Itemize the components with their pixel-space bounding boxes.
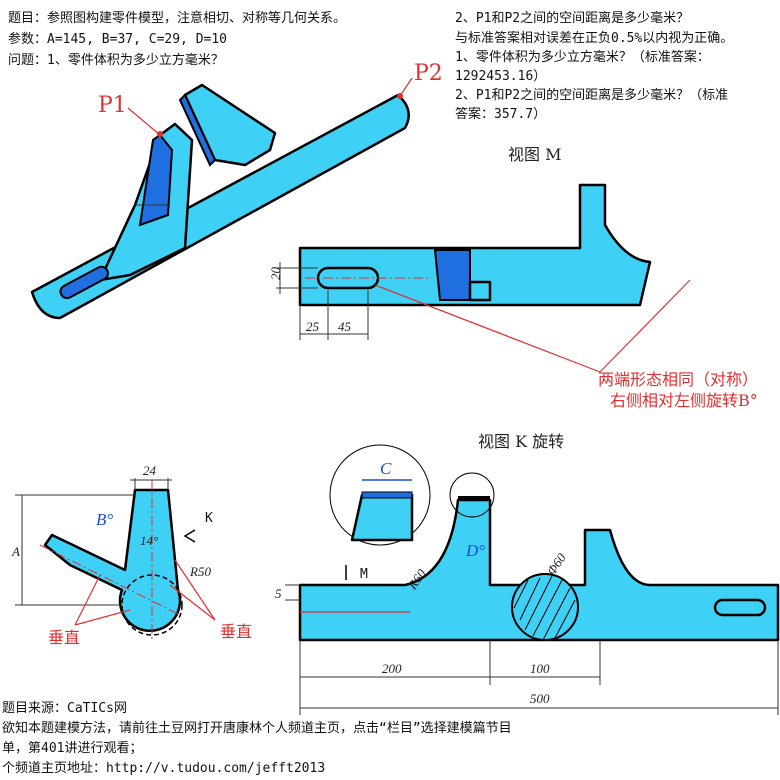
view-k: 视图 K 旋转 C D° M R60 Φ60 5 200 100 500 [275, 432, 780, 715]
p2-label: P2 [414, 61, 443, 86]
dim-100: 100 [530, 661, 550, 676]
note-rotation: 右侧相对左侧旋转B° [610, 391, 758, 410]
isometric-view: P1 P2 [30, 61, 443, 320]
direction-m: M [360, 567, 368, 582]
answer-2-value: 答案：357.7） [455, 106, 546, 122]
angle-d: D° [465, 541, 485, 560]
tolerance-note: 与标准答案相对误差在正负0.5%以内视为正确。 [455, 30, 733, 46]
answer-1-label: 1、零件体积为多少立方毫米？（标准答案： [455, 49, 710, 65]
angle-14: 14° [140, 533, 158, 548]
iso-fin-rear-side [178, 93, 217, 167]
dim-200: 200 [382, 661, 402, 676]
dim-45: 45 [338, 319, 352, 334]
perpendicular-label-1: 垂直 [48, 628, 80, 647]
footer-line-3: 个频道主页地址：http://v.tudou.com/jefft2013 [2, 761, 325, 776]
angle-b: B° [96, 510, 113, 529]
question-2: 2、P1和P2之间的空间距离是多少毫米？ [455, 10, 689, 26]
view-k-title: 视图 K 旋转 [478, 432, 564, 451]
view-k-slot [713, 598, 767, 617]
footer-source: 题目来源：CaTICs网 [2, 701, 127, 716]
dim-20: 20 [268, 267, 283, 281]
dim-a: A [11, 544, 20, 559]
view-m: 视图 M 20 25 45 两端形态相同（对称） 右侧相对左侧旋转B° [268, 145, 758, 410]
note-symmetric: 两端形态相同（对称） [598, 370, 758, 389]
left-view-arms [43, 488, 182, 633]
view-left: A 24 B° 14° R50 K 垂直 垂直 [11, 463, 252, 647]
answer-1-value: 1292453.16） [455, 69, 546, 84]
view-k-body [298, 498, 780, 642]
direction-k: K [205, 511, 213, 526]
dim-25: 25 [306, 319, 320, 334]
dim-c: C [380, 459, 392, 478]
radius-r50: R50 [189, 564, 211, 579]
footer-line-1: 欲知本题建模方法，请前往土豆网打开唐康林个人频道主页，点击“栏目”选择建模篇节目 [2, 720, 512, 736]
footer-line-2: 单，第401讲进行观看； [2, 740, 142, 756]
problem-title: 题目：参照图构建零件模型，注意相切、对称等几何关系。 [8, 10, 346, 26]
answer-2-label: 2、P1和P2之间的空间距离是多少毫米？（标准 [455, 87, 728, 103]
perpendicular-label-2: 垂直 [220, 622, 252, 641]
view-m-body [298, 183, 652, 307]
question-1: 问题：1、零件体积为多少立方毫米？ [8, 52, 224, 68]
dim-500: 500 [530, 691, 550, 706]
p1-label: P1 [98, 93, 127, 118]
view-m-title: 视图 M [508, 145, 561, 164]
dim-24: 24 [143, 463, 157, 478]
problem-params: 参数：A=145, B=37, C=29, D=10 [8, 31, 227, 47]
iso-slot [59, 265, 109, 300]
dim-5: 5 [275, 586, 282, 601]
